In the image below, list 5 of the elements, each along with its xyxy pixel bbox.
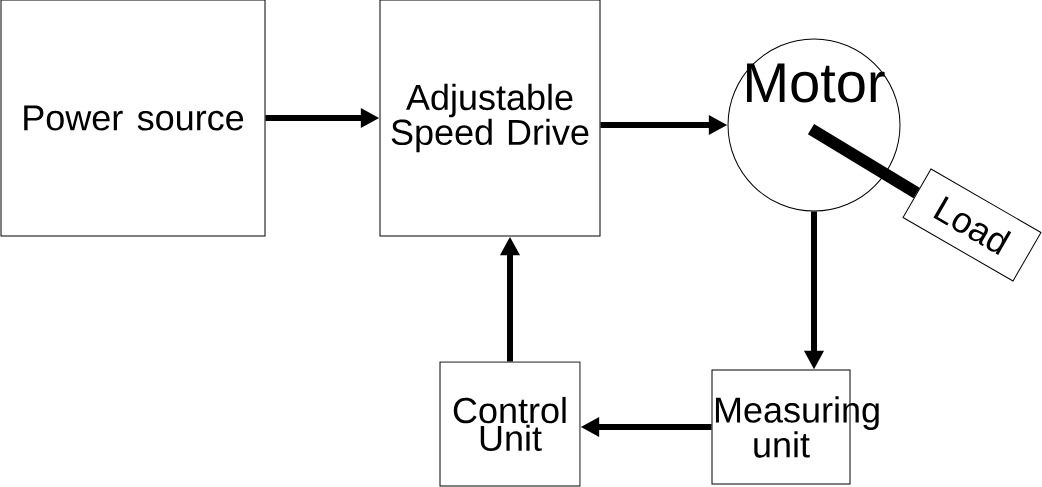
process-box: Adjustable Speed Drive: [379, 0, 601, 237]
process-box: Measuring unit: [711, 369, 879, 485]
process-box: Power source: [0, 0, 266, 237]
load-box: Load: [902, 168, 1042, 282]
process-box: Control Unit: [439, 361, 581, 487]
